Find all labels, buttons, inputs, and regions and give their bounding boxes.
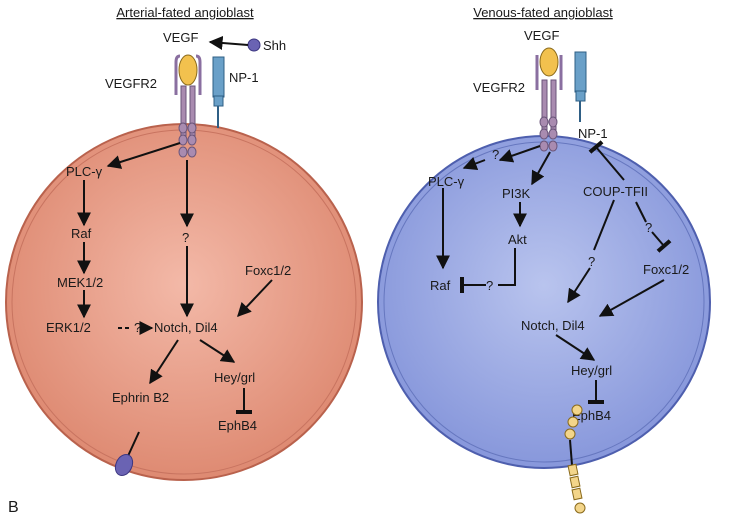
arterial-center-question: ? [182, 230, 189, 245]
shh-ligand-icon [247, 38, 261, 52]
venous-vegf-ligand-icon [539, 47, 559, 77]
shh-label: Shh [263, 38, 286, 53]
akt-label: Akt [508, 232, 527, 247]
arterial-cell [5, 123, 363, 481]
venous-raf-label: Raf [430, 278, 451, 293]
venous-vegf-label: VEGF [524, 28, 559, 43]
venous-foxc-question: ? [645, 220, 652, 235]
arterial-notch-label: Notch, Dil4 [154, 320, 218, 335]
arterial-cell-body [5, 123, 363, 481]
pi3k-label: PI3K [502, 186, 531, 201]
arterial-title: Arterial-fated angioblast [116, 5, 254, 20]
venous-arrows [436, 140, 672, 404]
venous-receptor-complex [535, 47, 587, 152]
venous-foxc-label: Foxc1/2 [643, 262, 689, 277]
venous-notch-label: Notch, Dil4 [521, 318, 585, 333]
arterial-raf-label: Raf [71, 226, 92, 241]
arterial-hey-label: Hey/grl [214, 370, 255, 385]
venous-title: Venous-fated angioblast [473, 5, 613, 20]
arterial-erk-question: ? [134, 320, 141, 335]
venous-vegfr2-receptor-icon [541, 79, 548, 137]
venous-vegfr2-label: VEGFR2 [473, 80, 525, 95]
arterial-receptor-complex [174, 38, 261, 158]
np1-receptor-icon [212, 56, 225, 98]
ephrin-b2-label: Ephrin B2 [112, 390, 169, 405]
venous-hey-label: Hey/grl [571, 363, 612, 378]
arterial-plc-label: PLC-γ [66, 164, 103, 179]
venous-raf-question: ? [486, 278, 493, 293]
panel-letter: B [8, 499, 19, 516]
arterial-vegfr2-label: VEGFR2 [105, 76, 157, 91]
arterial-np1-label: NP-1 [229, 70, 259, 85]
arterial-foxc-label: Foxc1/2 [245, 263, 291, 278]
arterial-arrows [77, 36, 273, 414]
arterial-mek-label: MEK1/2 [57, 275, 103, 290]
arterial-vegf-label: VEGF [163, 30, 198, 45]
vegf-ligand-icon [178, 54, 198, 86]
ephb4-membrane-icon [564, 404, 586, 514]
venous-plc-label: PLC-γ [428, 174, 465, 189]
venous-np1-label: NP-1 [578, 126, 608, 141]
venous-plc-question: ? [492, 147, 499, 162]
venous-notch-question: ? [588, 254, 595, 269]
arterial-ephb4-label: EphB4 [218, 418, 257, 433]
venous-np1-receptor-icon [574, 51, 587, 93]
coup-tfii-label: COUP-TFII [583, 184, 648, 199]
ephrin-b2-membrane-icon [114, 431, 140, 477]
arterial-erk-label: ERK1/2 [46, 320, 91, 335]
